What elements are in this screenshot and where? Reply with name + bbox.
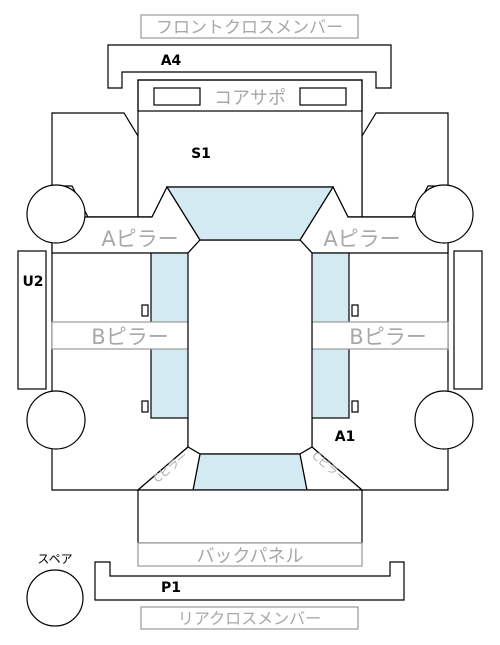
windshield[interactable] <box>165 186 335 241</box>
code-s1: S1 <box>191 146 211 162</box>
code-p1: P1 <box>161 580 181 596</box>
b-pillar-left-label: Bピラー <box>91 325 168 349</box>
roof[interactable] <box>187 239 313 455</box>
spare-label: スペア <box>37 552 72 566</box>
b-pillar-right[interactable] <box>311 321 449 350</box>
rear-bumper-bracket[interactable] <box>94 561 405 601</box>
headlight-right[interactable] <box>299 87 347 106</box>
wheel-rear-left-icon[interactable] <box>26 390 86 450</box>
door-handle-rear-right[interactable] <box>351 400 359 413</box>
core-support-box[interactable] <box>137 79 363 112</box>
front-cross-member[interactable]: フロントクロスメンバー <box>140 14 359 39</box>
a-pillar-right-label: Aピラー <box>323 227 400 251</box>
wheel-rear-right-icon[interactable] <box>414 390 474 450</box>
spare-tire-icon[interactable] <box>26 569 84 627</box>
front-cross-member-label: フロントクロスメンバー <box>156 18 343 38</box>
rear-cross-member[interactable]: リアクロスメンバー <box>140 606 359 630</box>
code-a1: A1 <box>335 429 356 445</box>
headlight-left[interactable] <box>153 87 201 106</box>
a-pillar-left-label: Aピラー <box>101 227 178 251</box>
back-panel-label: バックパネル <box>196 546 303 567</box>
door-handle-rear-left[interactable] <box>141 400 149 413</box>
front-bumper-bracket[interactable] <box>107 44 392 89</box>
side-sill-right[interactable] <box>453 250 483 390</box>
door-handle-front-right[interactable] <box>351 304 359 317</box>
side-sill-left[interactable] <box>17 250 47 390</box>
rear-window[interactable] <box>192 453 308 491</box>
b-pillar-left[interactable] <box>51 321 189 350</box>
trunk[interactable] <box>137 489 363 544</box>
wheel-front-right-icon[interactable] <box>414 184 474 244</box>
wheel-front-left-icon[interactable] <box>26 184 86 244</box>
door-handle-front-left[interactable] <box>141 304 149 317</box>
rear-cross-member-label: リアクロスメンバー <box>178 609 321 628</box>
b-pillar-right-label: Bピラー <box>349 325 426 349</box>
code-u2: U2 <box>22 274 43 290</box>
code-a4: A4 <box>161 53 182 69</box>
back-panel[interactable] <box>137 542 363 567</box>
core-support-label: コアサポ <box>214 88 286 109</box>
